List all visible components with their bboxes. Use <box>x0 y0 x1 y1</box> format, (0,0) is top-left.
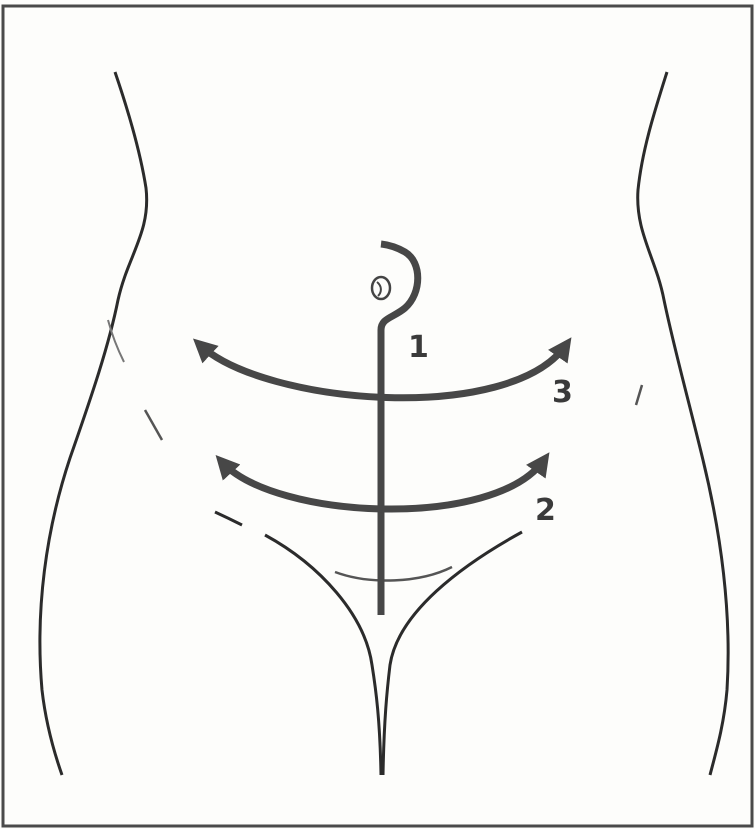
incision-1-label: 1 <box>408 330 429 365</box>
incision-3-label: 3 <box>552 375 573 410</box>
incision-2-label: 2 <box>535 493 556 528</box>
